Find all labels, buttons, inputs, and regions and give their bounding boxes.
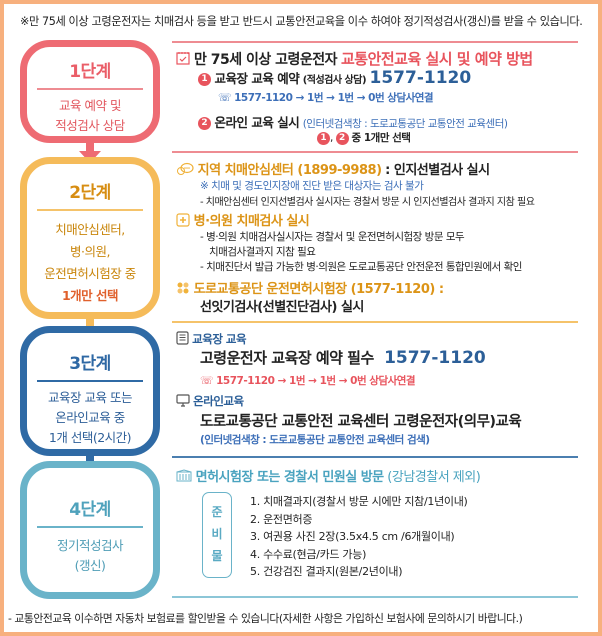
prep-item: 3. 여권용 사진 2장(3.5x4.5 cm /6개월이내) (250, 530, 455, 543)
step1-option1: 1 교육장 교육 예약 (적성검사 상담) 1577-1120 (198, 68, 471, 88)
divider (37, 209, 143, 211)
option1-sub: (적성검사 상담) (302, 75, 367, 86)
phone-icon: ☏ (218, 91, 232, 104)
visit-sub: (강남경찰서 제외) (387, 470, 481, 485)
calendar-icon (176, 51, 190, 69)
prep-label-char: 비 (211, 527, 223, 541)
step2-center-heading: 지역 치매안심센터 (1899-9988) : 인지선별검사 실시 (176, 159, 490, 180)
prep-label-char: 물 (211, 549, 223, 563)
hospital-cross-icon (176, 212, 190, 231)
offline-education-text: 고령운전자 교육장 예약 필수 (200, 349, 374, 367)
visit-title: 면허시험장 또는 경찰서 민원실 방문 (195, 470, 385, 485)
step2-exam-heading: 도로교통공단 운전면허시험장 (1577-1120) : (176, 278, 444, 299)
stage-4-desc: 정기적성검사 (갱신) (27, 536, 153, 576)
stage-4-desc-line: (갱신) (74, 558, 106, 573)
exam-center-title: 도로교통공단 운전면허시험장 (1577-1120) : (193, 282, 444, 297)
divider (37, 380, 143, 382)
bottom-notice: - 교통안전교육 이수하면 자동차 보험료를 할인받을 수 있습니다(자세한 사… (8, 612, 523, 625)
dementia-center-bullet: - 치매안심센터 인지선별검사 실시자는 경찰서 방문 시 인지선별검사 결과지… (200, 197, 535, 208)
hospital-bullet-1-cont: 치매검사결과지 지참 필요 (209, 246, 316, 258)
step1-phone-path: ☏ 1577-1120 → 1번 → 1번 → 0번 상담사연결 (218, 90, 434, 105)
section-divider (172, 321, 578, 323)
step3-offline-main: 고령운전자 교육장 예약 필수 1577-1120 (200, 347, 486, 368)
book-icon (176, 331, 189, 348)
stage-2-desc-line: 치매안심센터, (55, 222, 125, 237)
stage-1-desc: 교육 예약 및 적성검사 상담 (27, 96, 153, 136)
step4-visit-heading: 면허시험장 또는 경찰서 민원실 방문 (강남경찰서 제외) (176, 466, 481, 486)
offline-education-label: 교육장 교육 (192, 332, 247, 346)
preparation-label-box: 준 비 물 (202, 492, 232, 578)
exam-center-action: 선잇기검사(선별진단검사) 실시 (200, 300, 364, 315)
prep-item: 1. 치매결과지(경찰서 방문 시에만 지참/1년이내) (250, 495, 468, 508)
option2-sub: (인터넷검색창 : 도로교통공단 교통안전 교육센터) (302, 118, 508, 130)
option2-label: 온라인 교육 실시 (214, 115, 300, 130)
offline-phone-path: 1577-1120 → 1번 → 1번 → 0번 상담사연결 (216, 375, 416, 387)
chat-bubble-icon (176, 162, 194, 180)
section-divider (172, 151, 578, 153)
number-1-badge: 1 (198, 73, 211, 86)
stage-3-desc-line: 1개 선택(2시간) (48, 430, 132, 445)
step1-heading-prefix: 만 75세 이상 고령운전자 (193, 52, 338, 68)
option1-label: 교육장 교육 예약 (214, 71, 300, 86)
step1-heading: 만 75세 이상 고령운전자 교통안전교육 실시 및 예약 방법 (176, 48, 533, 69)
dementia-center-title: 지역 치매안심센터 (1899-9988) (197, 163, 382, 178)
dementia-center-note: ※ 치매 및 경도인지장애 진단 받은 대상자는 검사 불가 (200, 180, 424, 192)
number-2-badge: 2 (198, 117, 211, 130)
hospital-title: 병·의원 치매검사 실시 (193, 214, 310, 229)
stage-2-desc-line: 운전면허시험장 중 (44, 266, 136, 281)
monitor-icon (176, 393, 190, 410)
stage-2-box: 2단계 치매안심센터, 병·의원, 운전면허시험장 중 1개만 선택 (20, 157, 160, 319)
option1-phone-number: 1577-1120 (369, 68, 472, 88)
puzzle-icon (176, 281, 190, 299)
number-2-badge: 2 (335, 131, 349, 145)
step3-online-label-row: 온라인교육 (176, 393, 244, 410)
step3-offline-label-row: 교육장 교육 (176, 331, 247, 348)
stage-3-box: 3단계 교육장 교육 또는 온라인교육 중 1개 선택(2시간) (20, 326, 160, 456)
stage-2-title: 2단계 (69, 183, 111, 203)
divider (37, 88, 143, 90)
stage-2-desc-line: 병·의원, (70, 244, 110, 259)
number-1-badge: 1 (317, 131, 330, 145)
stage-1-box: 1단계 교육 예약 및 적성검사 상담 (20, 40, 160, 143)
dementia-center-action: : 인지선별검사 실시 (385, 163, 490, 178)
prep-item: 5. 건강검진 결과지(원본/2년이내) (250, 565, 403, 578)
step1-option2: 2 온라인 교육 실시 (인터넷검색창 : 도로교통공단 교통안전 교육센터) (198, 112, 508, 131)
online-education-text: 도로교통공단 교통안전 교육센터 고령운전자(의무)교육 (200, 414, 522, 430)
step1-choose-one: 1, 2 중 1개만 선택 (317, 130, 411, 145)
stage-2-desc: 치매안심센터, 병·의원, 운전면허시험장 중 1개만 선택 (27, 219, 153, 307)
phone-icon: ☏ (200, 374, 214, 387)
section-divider (172, 456, 578, 458)
stage-4-title: 4단계 (69, 500, 111, 520)
stage-1-desc-line: 적성검사 상담 (55, 118, 125, 133)
step2-hospital-heading: 병·의원 치매검사 실시 (176, 210, 310, 231)
option1-phone-path: 1577-1120 → 1번 → 1번 → 0번 상담사연결 (234, 92, 434, 104)
top-notice: ※만 75세 이상 고령운전자는 치매검사 등을 받고 반드시 교통안전교육을 … (20, 15, 583, 28)
stage-1-title: 1단계 (69, 62, 111, 82)
prep-item: 4. 수수료(현금/카드 가능) (250, 547, 367, 561)
step3-phone-path: ☏ 1577-1120 → 1번 → 1번 → 0번 상담사연결 (200, 373, 416, 388)
preparation-list: 1. 치매결과지(경찰서 방문 시에만 지참/1년이내) 2. 운전면허증 3.… (250, 493, 468, 581)
hospital-bullet-2: - 치매진단서 발급 가능한 병·의원은 도로교통공단 안전운전 통합민원에서 … (200, 261, 522, 273)
stage-4-desc-line: 정기적성검사 (56, 538, 124, 553)
online-education-sub: (인터넷검색창 : 도로교통공단 교통안전 교육센터 검색) (200, 434, 430, 446)
stage-3-desc: 교육장 교육 또는 온라인교육 중 1개 선택(2시간) (27, 388, 153, 448)
stage-2-highlight: 1개만 선택 (61, 288, 119, 303)
prep-item: 2. 운전면허증 (250, 512, 313, 526)
hospital-bullet-1: - 병·의원 치매검사실시자는 경찰서 및 운전면허시험장 방문 모두 (200, 231, 465, 243)
stage-3-desc-line: 온라인교육 중 (55, 410, 125, 425)
stage-3-desc-line: 교육장 교육 또는 (48, 390, 132, 405)
divider (37, 526, 143, 528)
step1-heading-accent: 교통안전교육 실시 및 예약 방법 (340, 50, 533, 68)
choose-one-text: 중 1개만 선택 (351, 132, 411, 144)
offline-phone-number: 1577-1120 (384, 348, 486, 368)
stage-4-box: 4단계 정기적성검사 (갱신) (20, 461, 160, 599)
online-education-label: 온라인교육 (193, 394, 244, 408)
stage-3-title: 3단계 (69, 354, 111, 374)
section-divider (172, 41, 578, 43)
building-icon (176, 469, 192, 486)
section-divider (172, 596, 578, 598)
prep-label-char: 준 (211, 505, 223, 519)
stage-1-desc-line: 교육 예약 및 (59, 98, 121, 113)
